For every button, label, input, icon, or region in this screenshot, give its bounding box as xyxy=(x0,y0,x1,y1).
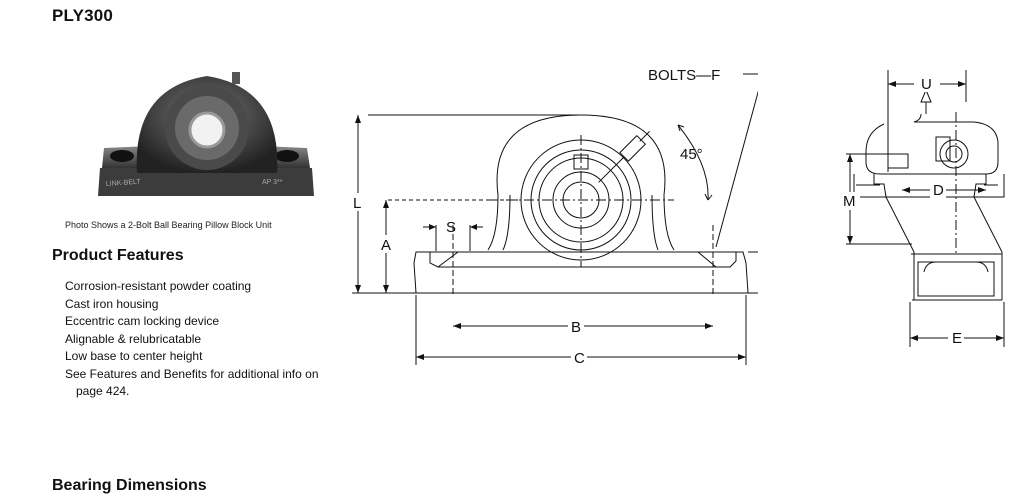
photo-cast-mark-left: LINK-BELT xyxy=(106,179,142,188)
front-view-drawing: BOLTS—F 45° L A S H B C xyxy=(352,67,758,367)
product-features-title: Product Features xyxy=(52,247,184,264)
feature-item: See Features and Benefits for additional… xyxy=(65,366,319,381)
dim-label-l: L xyxy=(353,195,361,212)
dim-label-e: E xyxy=(952,330,962,347)
dim-label-m: M xyxy=(843,193,856,210)
side-view-drawing: U M D E xyxy=(842,70,1005,347)
dim-label-s: S xyxy=(446,219,456,236)
model-title: PLY300 xyxy=(52,6,114,25)
bolts-label: BOLTS—F xyxy=(648,67,720,84)
angle-label: 45° xyxy=(680,146,703,163)
feature-item: Corrosion-resistant powder coating xyxy=(65,279,252,293)
feature-item: page 424. xyxy=(76,384,130,398)
dim-label-a: A xyxy=(381,237,391,254)
feature-list: Corrosion-resistant powder coating Cast … xyxy=(65,278,325,401)
product-photo: LINK-BELT AP 3** xyxy=(98,72,314,196)
photo-caption: Photo Shows a 2-Bolt Ball Bearing Pillow… xyxy=(65,220,272,230)
photo-cast-mark-right: AP 3** xyxy=(262,179,283,186)
feature-item: Alignable & relubricatable xyxy=(65,331,202,346)
feature-item: Cast iron housing xyxy=(65,296,159,311)
dim-label-u: U xyxy=(921,76,932,93)
bearing-dimensions-title: Bearing Dimensions xyxy=(52,477,207,494)
feature-item: Eccentric cam locking device xyxy=(65,314,220,328)
feature-item: Low base to center height xyxy=(65,349,203,363)
dim-label-b: B xyxy=(571,319,581,336)
dim-label-c: C xyxy=(574,350,585,367)
dim-label-d: D xyxy=(933,182,944,199)
